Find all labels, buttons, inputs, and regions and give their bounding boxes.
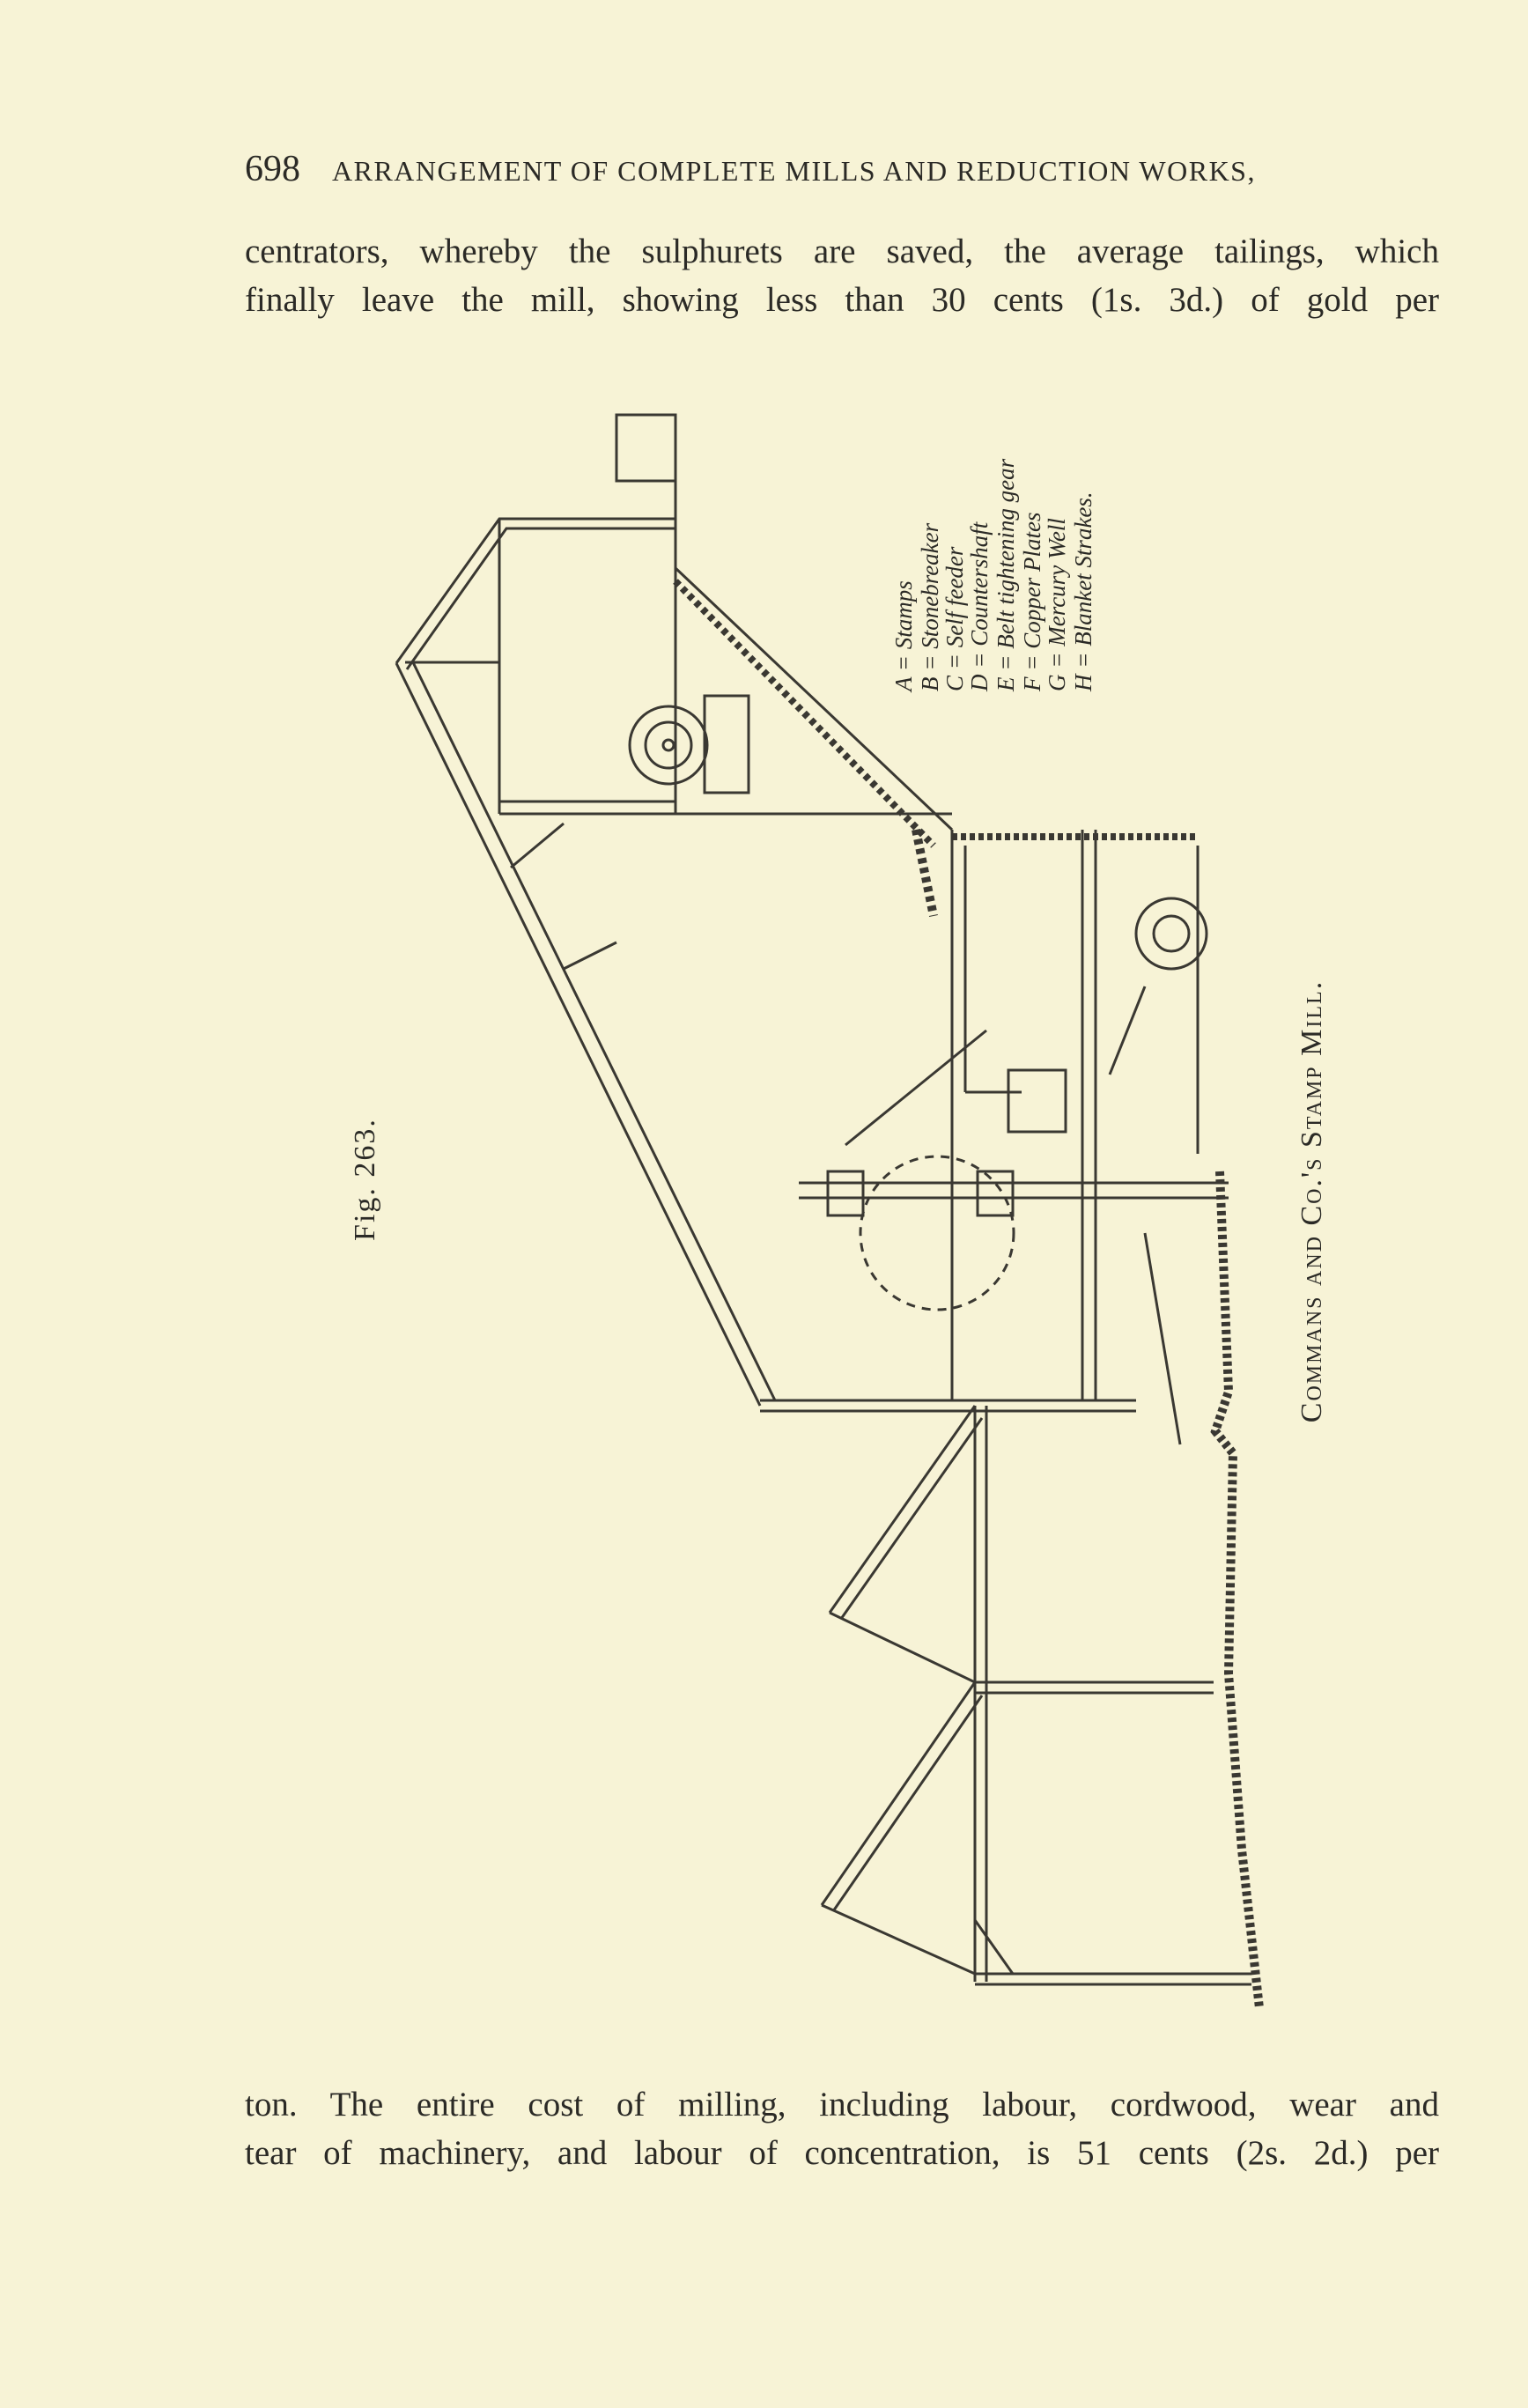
mill-building [760, 830, 1229, 1445]
legend-item: H = Blanket Strakes. [1070, 491, 1096, 691]
legend-item: E = Belt tightening gear [993, 458, 1019, 691]
legend-item: F = Copper Plates [1019, 512, 1045, 691]
legend-item: C = Self feeder [941, 546, 968, 691]
text-line: finally leave the mill, showing less tha… [245, 281, 1439, 319]
paragraph-bottom: ton. The entire cost of milling, includi… [245, 2080, 1439, 2177]
lower-frame [820, 1405, 1251, 1986]
paragraph-top: centrators, whereby the sulphurets are s… [245, 227, 1439, 324]
chute [673, 566, 954, 917]
running-header: 698 ARRANGEMENT OF COMPLETE MILLS AND RE… [245, 148, 1444, 190]
text-line: ton. The entire cost of milling, includi… [245, 2086, 1439, 2124]
stonebreaker-housing [615, 413, 677, 483]
figure-caption: Commans and Co.'s Stamp Mill. [1295, 979, 1328, 1423]
figure-legend: A = Stamps B = Stonebreaker C = Self fee… [890, 401, 1155, 691]
legend-item: A = Stamps [890, 580, 917, 691]
text-line: centrators, whereby the sulphurets are s… [245, 233, 1439, 270]
upper-frame [395, 415, 952, 1407]
legend-item: B = Stonebreaker [917, 522, 943, 691]
page-number: 698 [245, 149, 300, 189]
figure-label: Fig. 263. [349, 1118, 381, 1241]
legend-item: G = Mercury Well [1044, 518, 1070, 691]
ground-line [1210, 1171, 1264, 2009]
running-title: ARRANGEMENT OF COMPLETE MILLS AND REDUCT… [332, 155, 1256, 187]
text-line: tear of machinery, and labour of concent… [245, 2134, 1439, 2172]
legend-item: D = Countershaft [966, 521, 993, 691]
countershaft-gear [628, 694, 750, 794]
